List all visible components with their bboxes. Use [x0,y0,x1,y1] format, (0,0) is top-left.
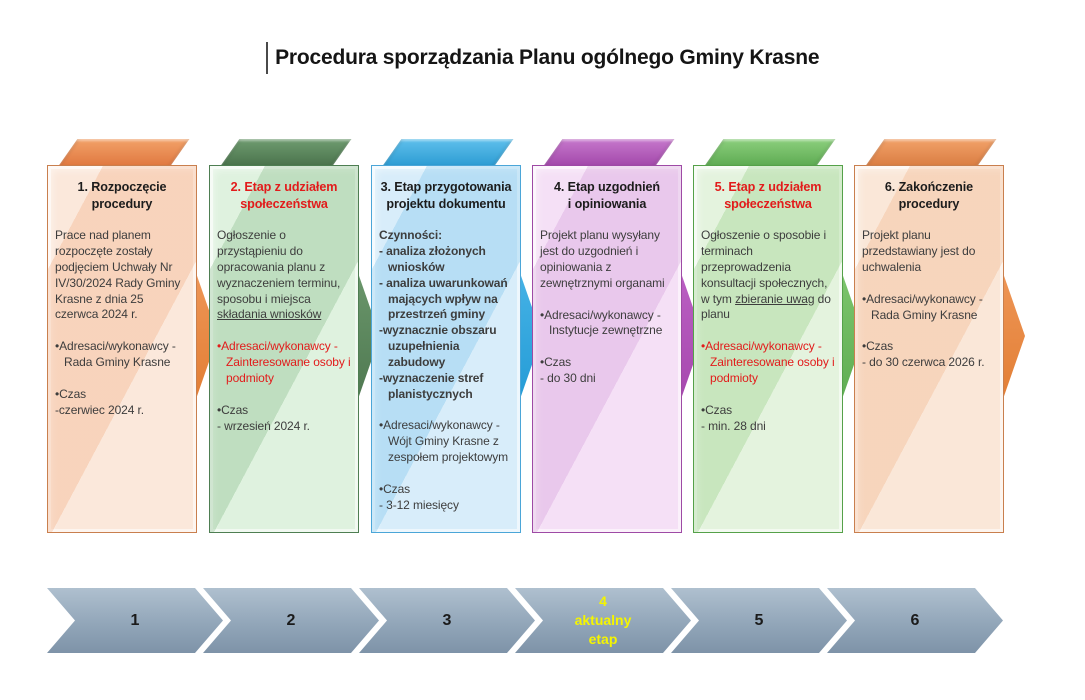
panel-5-time-label: •Czas [701,402,733,417]
panel-6-time-value: - do 30 czerwca 2026 r. [862,355,985,370]
panel-2-time-label: •Czas [217,402,249,417]
timeline-step-4-sublabel2: etap [588,630,618,647]
panel-3-activity-item: - analiza uwarunkowań mających wpływ na … [379,275,508,322]
panel-2-title-line1: 2. Etap z udziałem [230,180,338,194]
timeline-step-4-sublabel: aktualny [574,612,632,629]
panel-5-description-underlined: zbieranie uwag [735,291,815,306]
panel-1-description: Prace nad planem rozpoczęte zostały podj… [55,228,181,322]
panel-3-title-line2: projektu dokumentu [386,196,506,211]
page-title-row: Procedura sporządzania Planu ogólnego Gm… [0,42,1085,74]
stage-panel-3: 3. Etap przygotowania projektu dokumentu… [371,139,542,533]
panel-1-time-label: •Czas [55,386,87,401]
stage-panel-2: 2. Etap z udziałem społeczeństwa Ogłosze… [209,139,380,533]
panel-4-addressees: •Adresaci/wykonawcy - Instytucje zewnętr… [540,307,663,338]
panel-3-time-label: •Czas [379,481,411,496]
panel-1-title-line1: 1. Rozpoczęcie [77,180,167,194]
panel-5-addressees: •Adresaci/wykonawcy - Zainteresowane oso… [701,339,835,385]
panel-2-addressees: •Adresaci/wykonawcy - Zainteresowane oso… [217,339,351,385]
panel-4-time-value: - do 30 dni [540,371,596,386]
panel-2-title: 2. Etap z udziałem społeczeństwa [217,179,351,212]
timeline-step-2-label: 2 [286,611,296,629]
panel-3-activity-item: - analiza złożonych wniosków [379,244,486,274]
panel-6-description: Projekt planu przedstawiany jest do uchw… [862,228,976,274]
timeline-step-2: 2 [203,588,379,653]
panel-6-title-line2: procedury [898,196,960,211]
panel-2-description-text: Ogłoszenie o przystąpieniu do opracowani… [217,228,341,306]
panel-6-title-line1: 6. Zakończenie [884,180,974,194]
panel-4-title-line1: 4. Etap uzgodnień [553,180,661,194]
stage-panel-6: 6. Zakończenie procedury Projekt planu p… [854,139,1025,533]
panel-1-card: 1. Rozpoczęcie procedury Prace nad plane… [47,165,197,533]
timeline-step-3: 3 [359,588,535,653]
panel-3-title: 3. Etap przygotowania projektu dokumentu [379,179,513,212]
panel-5-description: Ogłoszenie o sposobie i terminach przepr… [701,228,835,323]
panel-3-activity-item: -wyznaczenie stref planistycznych [379,370,484,401]
panel-2-card: 2. Etap z udziałem społeczeństwa Ogłosze… [209,165,359,533]
timeline-step-1-label: 1 [130,611,140,629]
stage-panel-4: 4. Etap uzgodnień i opiniowania Projekt … [532,139,703,533]
panel-2-description: Ogłoszenie o przystąpieniu do opracowani… [217,228,351,323]
timeline-step-3-label: 3 [442,611,452,629]
page-title: Procedura sporządzania Planu ogólnego Gm… [275,46,820,69]
timeline-step-5-label: 5 [754,611,764,629]
panel-6-time-label: •Czas [862,339,894,354]
panel-2-title-line2: społeczeństwa [240,196,328,211]
timeline-step-6: 6 [827,588,1003,653]
panel-4-time-label: •Czas [540,355,572,370]
panel-4-title: 4. Etap uzgodnień i opiniowania [540,179,674,212]
timeline-step-4-label: 4 [599,593,607,610]
panel-5-title-line2: społeczeństwa [724,196,812,211]
panel-3-activity-item: -wyznacznie obszaru uzupełnienia zabudow… [379,323,497,369]
panel-5-description-tail: do planu [701,291,831,322]
panel-1-addressees: •Adresaci/wykonawcy - Rada Gminy Krasne [55,339,176,370]
panel-3-addressees: •Adresaci/wykonawcy - Wójt Gminy Krasne … [379,418,509,464]
panel-6-card: 6. Zakończenie procedury Projekt planu p… [854,165,1004,533]
timeline-step-5: 5 [671,588,847,653]
text-cursor [265,42,268,74]
panel-5-card: 5. Etap z udziałem społeczeństwa Ogłosze… [693,165,843,533]
panel-4-title-line2: i opiniowania [567,196,647,211]
panel-1-time-value: -czerwiec 2024 r. [55,402,145,417]
panel-5-description-text: Ogłoszenie o sposobie i terminach przepr… [701,228,828,306]
panel-4-card: 4. Etap uzgodnień i opiniowania Projekt … [532,165,682,533]
panel-5-title-line1: 5. Etap z udziałem [714,180,822,194]
panel-4-description: Projekt planu wysyłany jest do uzgodnień… [540,228,665,290]
panel-2-time-value: - wrzesień 2024 r. [217,418,310,433]
timeline-step-6-label: 6 [910,611,920,629]
panel-5-title: 5. Etap z udziałem społeczeństwa [701,179,835,212]
panel-6-title: 6. Zakończenie procedury [862,179,996,212]
panel-3-card: 3. Etap przygotowania projektu dokumentu… [371,165,521,533]
panel-3-activities-label: Czynności: [379,228,443,243]
panel-1-title-line2: procedury [91,196,153,211]
timeline-step-1: 1 [47,588,223,653]
timeline-step-4-current: 4 aktualny etap [515,588,691,653]
panel-6-addressees: •Adresaci/wykonawcy - Rada Gminy Krasne [862,291,983,322]
panel-2-description-underlined: składania wniosków [217,307,322,322]
stage-panel-1: 1. Rozpoczęcie procedury Prace nad plane… [47,139,218,533]
panel-3-time-value: - 3-12 miesięcy [379,497,459,512]
panel-5-time-value: - min. 28 dni [701,418,766,433]
panel-1-title: 1. Rozpoczęcie procedury [55,179,189,212]
panel-3-title-line1: 3. Etap przygotowania [380,180,512,194]
stage-panel-5: 5. Etap z udziałem społeczeństwa Ogłosze… [693,139,864,533]
